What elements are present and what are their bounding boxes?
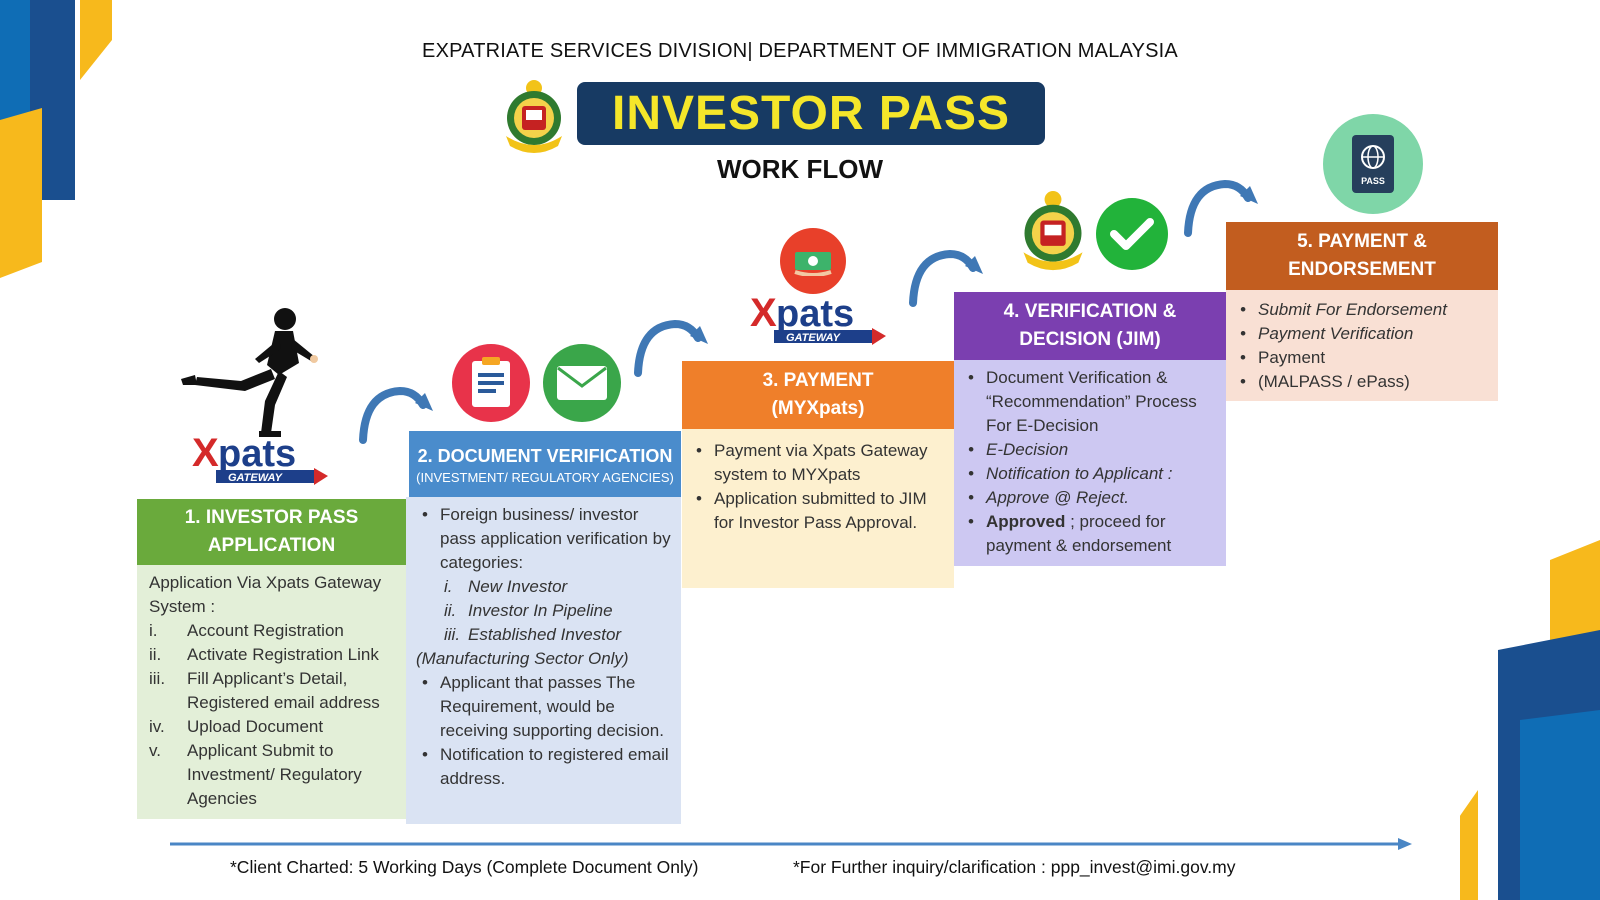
step-5-bullet: (MALPASS / ePass) xyxy=(1234,370,1490,394)
svg-text:GATEWAY: GATEWAY xyxy=(786,332,842,344)
step-3-body: Payment via Xpats Gateway system to MYXp… xyxy=(682,429,954,588)
corner-decoration-bottom-right xyxy=(1460,540,1600,900)
xpats-gateway-logo-3: X pats GATEWAY xyxy=(748,290,888,350)
step-5-bullet: Payment xyxy=(1234,346,1490,370)
xpats-gateway-logo-1: X pats GATEWAY xyxy=(190,430,330,490)
step-4-title-line1: 4. VERIFICATION & xyxy=(1003,301,1177,322)
svg-text:GATEWAY: GATEWAY xyxy=(228,472,284,484)
page-subtitle: WORK FLOW xyxy=(716,154,884,184)
svg-text:X: X xyxy=(750,291,777,335)
immigration-emblem-icon xyxy=(506,80,562,153)
step-5-bullet: Submit For Endorsement xyxy=(1234,298,1490,322)
payment-money-icon xyxy=(780,228,846,294)
step-1-item: ii.Activate Registration Link xyxy=(149,645,379,664)
step-4-bullet: Approved ; proceed for payment & endorse… xyxy=(962,510,1218,558)
step-2-title-line1: 2. DOCUMENT VERIFICATION xyxy=(417,446,673,466)
footer-inquiry: *For Further inquiry/clarification : ppp… xyxy=(793,857,1236,877)
step-4-bullet: Approve @ Reject. xyxy=(962,486,1218,510)
check-icon xyxy=(1096,198,1168,270)
step-1-body: Application Via Xpats Gateway System : i… xyxy=(137,565,406,819)
footer-client-charter: *Client Charted: 5 Working Days (Complet… xyxy=(230,857,699,877)
organization-header: EXPATRIATE SERVICES DIVISION| DEPARTMENT… xyxy=(422,40,1178,62)
step-2-header: 2. DOCUMENT VERIFICATION (INVESTMENT/ RE… xyxy=(409,431,681,497)
step-2-category: i.New Investor xyxy=(444,577,568,596)
step-4-bullet: Document Verification & “Recommendation”… xyxy=(962,366,1218,438)
step-3-bullet: Payment via Xpats Gateway system to MYXp… xyxy=(690,439,944,487)
step-2-category: ii.Investor In Pipeline xyxy=(444,601,613,620)
step-1-item: i.Account Registration xyxy=(149,621,344,640)
step-4-bullet: E-Decision xyxy=(962,438,1218,462)
step-3-title-line2: (MYXpats) xyxy=(771,398,865,419)
step-1-header: 1. INVESTOR PASS APPLICATION xyxy=(137,499,406,565)
step-2-category-note: (Manufacturing Sector Only) xyxy=(416,649,629,668)
email-icon xyxy=(543,344,621,422)
title-banner: INVESTOR PASS xyxy=(577,82,1045,145)
curved-arrow-2 xyxy=(634,319,708,377)
step-2-bullet: Foreign business/ investor pass applicat… xyxy=(416,503,673,575)
svg-text:X: X xyxy=(192,431,219,475)
step-2-title-line2: (INVESTMENT/ REGULATORY AGENCIES) xyxy=(416,470,674,485)
svg-text:pats: pats xyxy=(218,433,296,475)
step-1-item: v.Applicant Submit to Investment/ Regula… xyxy=(149,741,362,808)
step-1-item: iii.Fill Applicant’s Detail, Registered … xyxy=(149,669,380,712)
step-1-intro: Application Via Xpats Gateway System : xyxy=(149,573,382,616)
step-4-title-line2: DECISION (JIM) xyxy=(1019,329,1161,350)
curved-arrow-4 xyxy=(1184,179,1258,237)
step-2-body: Foreign business/ investor pass applicat… xyxy=(406,497,681,824)
step-5-bullet: Payment Verification xyxy=(1234,322,1490,346)
step-2-category: iii.Established Investor xyxy=(444,625,622,644)
step-2-bullet: Notification to registered email address… xyxy=(416,743,673,791)
step-5-header: 5. PAYMENT & ENDORSEMENT xyxy=(1226,222,1498,290)
step-3-header: 3. PAYMENT (MYXpats) xyxy=(682,361,954,429)
curved-arrow-1 xyxy=(359,386,433,444)
page-title: INVESTOR PASS xyxy=(612,87,1010,140)
curved-arrow-3 xyxy=(909,249,983,307)
svg-text:pats: pats xyxy=(776,293,854,335)
step-3-title-line1: 3. PAYMENT xyxy=(762,370,874,391)
step-5-title-line1: 5. PAYMENT & xyxy=(1297,231,1427,252)
step-4-bullet: Notification to Applicant : xyxy=(962,462,1218,486)
step-1-item: iv.Upload Document xyxy=(149,717,324,736)
timeline-arrow xyxy=(170,838,1412,850)
step-2-bullet: Applicant that passes The Requirement, w… xyxy=(416,671,673,743)
passport-label: PASS xyxy=(1361,176,1385,186)
step-3-bullet: Application submitted to JIM for Investo… xyxy=(690,487,944,535)
running-businessman-icon xyxy=(181,308,318,437)
passport-icon: PASS xyxy=(1323,114,1423,214)
corner-decoration-top-left xyxy=(0,0,112,278)
step-5-title-line2: ENDORSEMENT xyxy=(1288,259,1436,280)
step-1-title-line2: APPLICATION xyxy=(207,535,336,556)
step-5-body: Submit For Endorsement Payment Verificat… xyxy=(1226,290,1498,401)
step-1-title-line1: 1. INVESTOR PASS xyxy=(184,507,359,528)
step-4-body: Document Verification & “Recommendation”… xyxy=(954,360,1226,566)
document-icon xyxy=(452,344,530,422)
step-4-header: 4. VERIFICATION & DECISION (JIM) xyxy=(954,292,1226,360)
immigration-emblem-icon-2 xyxy=(1023,191,1083,271)
